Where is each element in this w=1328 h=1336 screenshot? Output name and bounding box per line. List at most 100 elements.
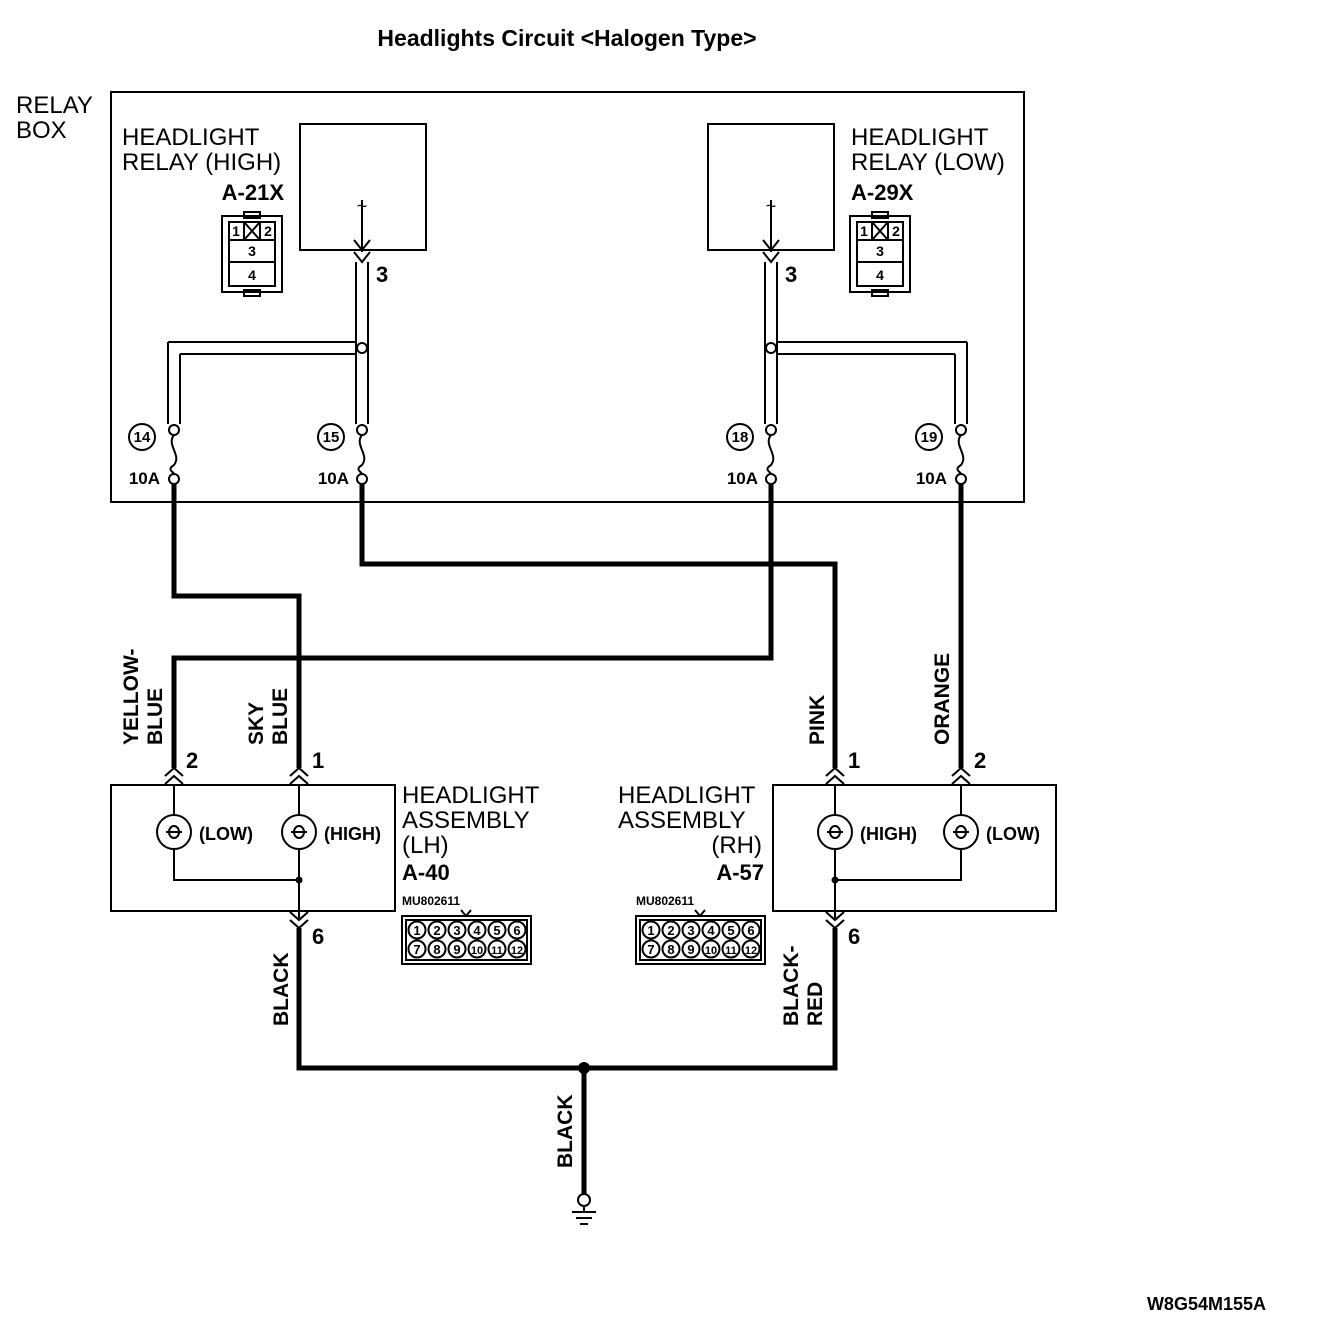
fuse-18-rating: 10A — [727, 469, 758, 488]
connector-lh-pin-label-7: 7 — [413, 942, 420, 957]
headlight-lh-label: HEADLIGHT — [402, 782, 540, 809]
connector-lh-pin1-chevron — [289, 766, 309, 785]
ground-icon — [572, 1193, 596, 1225]
lh-pin-ground: 6 — [312, 924, 324, 949]
connector-rh-pin-8 — [661, 939, 681, 959]
headlight-rh-box — [772, 784, 1057, 912]
fuse-14-rating: 10A — [129, 469, 160, 488]
relay-low-connector-face: 1 2 3 4 — [849, 211, 911, 297]
wire-yellow-blue — [171, 484, 774, 768]
svg-text:YELLOW-: YELLOW- — [120, 649, 143, 745]
connector-rh-pin2-chevron — [951, 766, 971, 785]
relay-low-terminal-4: 4 — [876, 267, 884, 283]
relay-box-label-2: BOX — [16, 117, 67, 144]
connector-lh-pin-label-2: 2 — [433, 923, 440, 938]
rh-low-label: (LOW) — [986, 824, 1040, 844]
connector-rh-pin-label-8: 8 — [667, 942, 674, 957]
connector-lh-pin-6 — [507, 920, 527, 940]
connector-rh-pin-label-2: 2 — [667, 923, 674, 938]
relay-high-terminal-3: 3 — [248, 243, 256, 259]
lh-low-label: (LOW) — [199, 824, 253, 844]
rh-high-bulb-icon — [817, 814, 853, 850]
connector-rh-part: MU802611 — [636, 894, 694, 908]
fuse-15-number: 15 — [323, 429, 340, 446]
fuse-19: 19 10A — [915, 423, 967, 488]
connector-lh-pin-label-5: 5 — [493, 923, 500, 938]
connector-lh-pin-label-4: 4 — [473, 923, 481, 938]
connector-rh-pin-7 — [641, 939, 661, 959]
relay-high-pin: 3 — [376, 262, 388, 287]
wire-label-pink: PINK — [806, 695, 829, 745]
headlight-lh-code: A-40 — [402, 860, 450, 885]
fuse-15-rating: 10A — [318, 469, 349, 488]
wire-label-black-ground: BLACK — [554, 1095, 577, 1169]
relay-box-outline — [110, 91, 1025, 503]
connector-rh-pin-9 — [681, 939, 701, 959]
diagram-title: Headlights Circuit <Halogen Type> — [377, 25, 756, 51]
connector-rh-pin-label-4: 4 — [707, 923, 715, 938]
headlight-rh-label-3: (RH) — [711, 832, 762, 859]
connector-lh-pin-10 — [467, 939, 487, 959]
connector-rh-pin-label-3: 3 — [687, 923, 694, 938]
connector-lh-pin-12 — [507, 939, 527, 959]
rh-pin-ground: 6 — [848, 924, 860, 949]
connector-rh-pin-label-7: 7 — [647, 942, 654, 957]
headlight-lh-box — [110, 784, 396, 912]
relay-low-terminal-3: 3 — [876, 243, 884, 259]
relay-low-arrow — [762, 200, 780, 264]
relay-high-code: A-21X — [222, 180, 285, 205]
relay-high-label: HEADLIGHT — [122, 124, 260, 151]
relay-high-terminal-4: 4 — [248, 267, 256, 283]
headlight-lh-label-3: (LH) — [402, 832, 449, 859]
connector-lh-pin2-chevron — [164, 766, 184, 785]
connector-lh-pin-1 — [407, 920, 427, 940]
wire-black-lh — [296, 928, 584, 1071]
svg-text:SKY: SKY — [245, 702, 268, 745]
lh-pin-high: 1 — [312, 748, 324, 773]
headlight-rh-label: HEADLIGHT — [618, 782, 756, 809]
connector-rh-pin-6 — [741, 920, 761, 940]
fuse-14-number: 14 — [134, 429, 151, 446]
headlight-lh-wiring — [173, 784, 303, 918]
relay-high-label-2: RELAY (HIGH) — [122, 149, 281, 176]
rh-high-label: (HIGH) — [860, 824, 917, 844]
svg-text:BLUE: BLUE — [269, 688, 292, 745]
connector-lh-pin-label-9: 9 — [453, 942, 460, 957]
wire-label-sky-blue: SKY BLUE — [245, 688, 292, 745]
lh-high-label: (HIGH) — [324, 824, 381, 844]
connector-lh-pin-label-8: 8 — [433, 942, 440, 957]
connector-rh-pin-5 — [721, 920, 741, 940]
headlight-rh-wiring — [831, 784, 962, 918]
relay-low-pin: 3 — [785, 262, 797, 287]
lh-low-bulb-icon — [156, 814, 192, 850]
connector-lh-part: MU802611 — [402, 894, 460, 908]
lh-high-bulb-icon — [281, 814, 317, 850]
wire-pink — [359, 484, 838, 768]
connector-rh-pin-10 — [701, 939, 721, 959]
relay-low-internal-wiring — [764, 262, 968, 424]
connector-rh-pin-1 — [641, 920, 661, 940]
wire-label-yellow-blue: YELLOW- BLUE — [120, 649, 167, 745]
relay-high-terminal-1: 1 — [232, 223, 240, 239]
connector-lh-pin-label-6: 6 — [513, 923, 520, 938]
relay-high-connector-face: 1 2 3 4 — [221, 211, 283, 297]
connector-lh-pin-label-12: 12 — [511, 945, 523, 957]
connector-lh-pin-4 — [467, 920, 487, 940]
connector-rh-pin-label-6: 6 — [747, 923, 754, 938]
wire-label-orange: ORANGE — [931, 653, 954, 745]
connector-rh-pin-4 — [701, 920, 721, 940]
wire-black-red — [584, 928, 838, 1071]
svg-text:RED: RED — [804, 982, 827, 1026]
relay-low-label-2: RELAY (LOW) — [851, 149, 1005, 176]
connector-lh-pin-3 — [447, 920, 467, 940]
connector-lh-pin-label-11: 11 — [491, 945, 503, 957]
connector-lh-pin-7 — [407, 939, 427, 959]
svg-text:BLACK-: BLACK- — [780, 946, 803, 1026]
connector-rh-pin-2 — [661, 920, 681, 940]
connector-rh-pin-label-1: 1 — [647, 923, 654, 938]
connector-rh-pin-label-12: 12 — [745, 945, 757, 957]
wire-label-black-lh: BLACK — [270, 953, 293, 1027]
relay-low-terminal-1: 1 — [860, 223, 868, 239]
